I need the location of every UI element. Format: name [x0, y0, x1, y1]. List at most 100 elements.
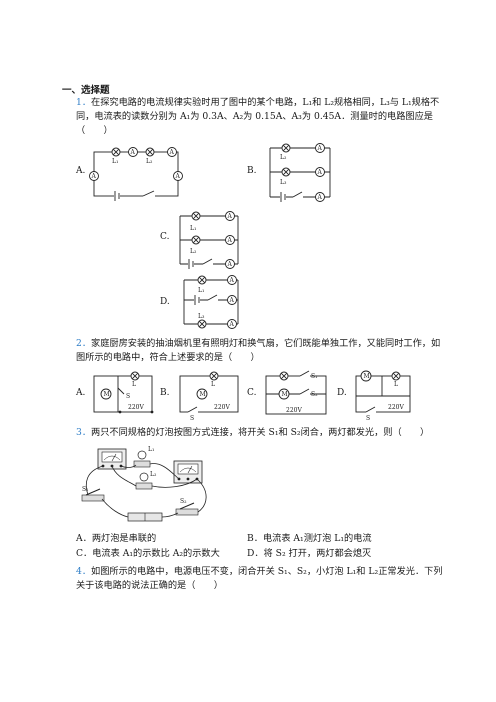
switch-icon — [292, 191, 303, 201]
lamp-icon — [191, 235, 201, 245]
motor-icon: M — [196, 388, 208, 400]
lamp-icon — [111, 147, 121, 157]
svg-text:A: A — [227, 213, 233, 220]
switch-icon — [299, 388, 310, 398]
lamp-label: L₃ — [198, 313, 205, 320]
ammeter-icon: A — [227, 319, 237, 329]
q2-option-b-label: B. — [160, 388, 170, 398]
svg-text:A: A — [229, 277, 235, 284]
lamp-l2-label: L₂ — [146, 158, 153, 165]
switch-label: S₁ — [311, 373, 318, 380]
svg-text:A: A — [175, 173, 181, 180]
svg-text:A: A — [229, 297, 235, 304]
svg-text:A: A — [169, 149, 175, 156]
ammeter-icon: A — [225, 259, 235, 269]
q1-option-b-label: B. — [247, 166, 257, 176]
q3-option-b: B．电流表 A₁测灯泡 L₁的电流 — [247, 533, 372, 544]
switch-icon — [299, 370, 310, 380]
lamp-label: L₁ — [190, 225, 196, 232]
svg-text:M: M — [282, 391, 288, 398]
q1-circuit-c: A A A L₁ L₂ — [179, 211, 239, 269]
q1-option-c-label: C. — [160, 232, 170, 242]
ammeter-icon: A — [167, 147, 177, 157]
svg-text:A: A — [130, 149, 136, 156]
q3-option-c: C．电流表 A₁的示数比 A₂的示数大 — [76, 548, 220, 559]
battery-icon — [280, 192, 286, 202]
switch-label: S₂ — [311, 391, 318, 398]
switch-label: S — [190, 415, 194, 422]
motor-icon: M — [100, 388, 112, 400]
ammeter-icon: A — [227, 295, 237, 305]
lamp-label: L₁ — [198, 287, 204, 294]
ammeter-icon: A — [225, 211, 235, 221]
q4-line1: 4．如图所示的电路中，电源电压不变，闭合开关 S₁、S₂，小灯泡 L₁和 L₂正… — [76, 566, 443, 577]
svg-text:A: A — [227, 237, 233, 244]
svg-text:A: A — [317, 145, 323, 152]
lamp-icon — [281, 143, 291, 153]
voltage-label: 220V — [286, 407, 302, 414]
switch-device-icon — [81, 488, 105, 502]
motor-icon: M — [278, 388, 290, 400]
voltage-label: 220V — [128, 404, 144, 411]
battery-icon — [114, 191, 120, 201]
lamp-label: L — [211, 381, 215, 388]
ammeter-icon: A — [225, 235, 235, 245]
lamp-label: L — [132, 381, 136, 388]
motor-icon: M — [360, 370, 372, 382]
switch-icon — [365, 406, 376, 416]
q1-circuit-a: A A A A L₁ L₂ — [89, 147, 183, 201]
lamp-icon — [191, 211, 201, 221]
ammeter-device-icon — [173, 460, 203, 484]
q2-circuit-d: M L S 220V — [355, 370, 411, 422]
q1-option-d-label: D. — [160, 297, 170, 307]
q2-circuit-a: M L S 220V — [93, 371, 154, 414]
q1-circuit-d: A A A L₁ L₃ — [183, 275, 239, 329]
ammeter-icon: A — [315, 167, 325, 177]
svg-text:A: A — [229, 321, 235, 328]
lamp-icon — [145, 147, 155, 157]
ammeter-device-icon — [97, 448, 127, 470]
switch-icon — [207, 294, 218, 304]
svg-text:M: M — [364, 373, 370, 380]
switch-icon — [187, 406, 198, 416]
lamp-icon — [279, 371, 289, 381]
lamp-label: L₂ — [280, 154, 287, 161]
ammeter-icon: A — [128, 147, 138, 157]
q2-option-d-label: D. — [337, 388, 347, 398]
q2-circuit-b: M L S 220V — [179, 371, 239, 422]
q1-line3: （ ） — [76, 125, 113, 136]
lamp-icon — [391, 371, 401, 381]
ammeter-icon: A — [315, 192, 325, 202]
q2-circuit-c: M S₁ S₂ 220V — [265, 370, 327, 415]
switch-label: S — [366, 415, 370, 422]
lamp-icon — [130, 371, 140, 381]
section-title: 一、选择题 — [62, 85, 110, 96]
q2-line2: 图所示的电路中，符合上述要求的是（ ） — [76, 352, 260, 363]
svg-text:A: A — [227, 261, 233, 268]
switch-icon — [202, 258, 213, 268]
lamp-label: L₂ — [190, 248, 197, 255]
svg-text:M: M — [200, 391, 206, 398]
voltage-label: 220V — [214, 404, 230, 411]
lamp-icon — [209, 371, 219, 381]
lamp-l1-label: L₁ — [148, 446, 154, 453]
battery-icon — [188, 259, 194, 269]
switch-label: S — [126, 393, 130, 400]
ammeter-icon: A — [227, 275, 237, 285]
q1-circuit-b: A A A L₂ L₃ — [269, 143, 331, 202]
ammeter-icon: A — [315, 143, 325, 153]
svg-text:A: A — [91, 173, 97, 180]
q1-line1: 1．在探究电路的电流规律实验时用了图中的某个电路，L₁和 L₂规格相同，L₃与 … — [76, 97, 440, 108]
switch-icon — [117, 387, 125, 395]
svg-text:M: M — [104, 391, 110, 398]
switch-s1-label: S₁ — [82, 486, 89, 493]
lamp-label: L — [394, 381, 398, 388]
lamp-icon — [197, 275, 207, 285]
q2-line1: 2．家庭厨房安装的抽油烟机里有照明灯和换气扇，它们既能单独工作，又能同时工作，如 — [76, 338, 441, 349]
ammeter-icon: A — [89, 171, 99, 181]
q2-option-a-label: A. — [76, 388, 86, 398]
battery-device-icon — [127, 512, 163, 522]
lamp-device-icon — [133, 450, 151, 468]
q3-option-a: A．两灯泡是串联的 — [76, 533, 157, 544]
q3-apparatus-illustration: L₁ L₂ S₁ S₂ — [81, 446, 207, 522]
